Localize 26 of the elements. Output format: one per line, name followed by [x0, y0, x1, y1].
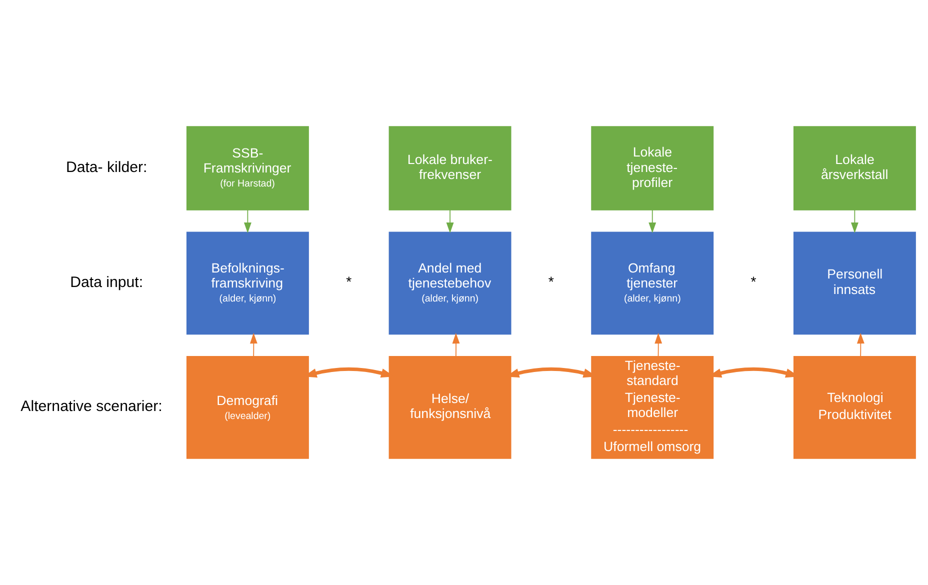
label: * — [346, 274, 352, 291]
arrow — [654, 332, 662, 357]
label: Data- kilder: — [66, 158, 148, 176]
node-box: SSB- Framskrivinger (for Harstad) — [186, 126, 309, 210]
arrow — [446, 210, 454, 234]
label: Alternative scenarier: — [20, 398, 162, 416]
node-box: Personell innsats — [793, 232, 916, 335]
arrow — [648, 210, 656, 234]
node-box: Teknologi Produktivitet — [793, 356, 916, 459]
node-box: Andel med tjenestebehov (alder, kjønn) — [388, 232, 512, 335]
label: * — [750, 274, 756, 291]
node-box: Lokale tjeneste- profiler — [591, 126, 714, 210]
node-box: Lokale årsverkstall — [793, 126, 916, 210]
label: * — [548, 274, 554, 291]
arrow — [452, 332, 460, 357]
arrow — [856, 332, 864, 357]
label: Data input: — [70, 274, 144, 291]
arrow — [250, 332, 258, 357]
node-box: Befolknings- framskriving (alder, kjønn) — [186, 232, 309, 335]
arrow — [850, 210, 858, 234]
node-box: Helse/ funksjonsnivå — [388, 356, 512, 459]
node-box: Lokale bruker- frekvenser — [388, 126, 512, 210]
node-box: Tjeneste- standard Tjeneste- modeller ----------------- Uformell omsorg — [591, 356, 714, 459]
arrow — [244, 210, 252, 234]
node-box: Demografi (levealder) — [186, 356, 309, 459]
node-box: Omfang tjenester (alder, kjønn) — [591, 232, 714, 335]
